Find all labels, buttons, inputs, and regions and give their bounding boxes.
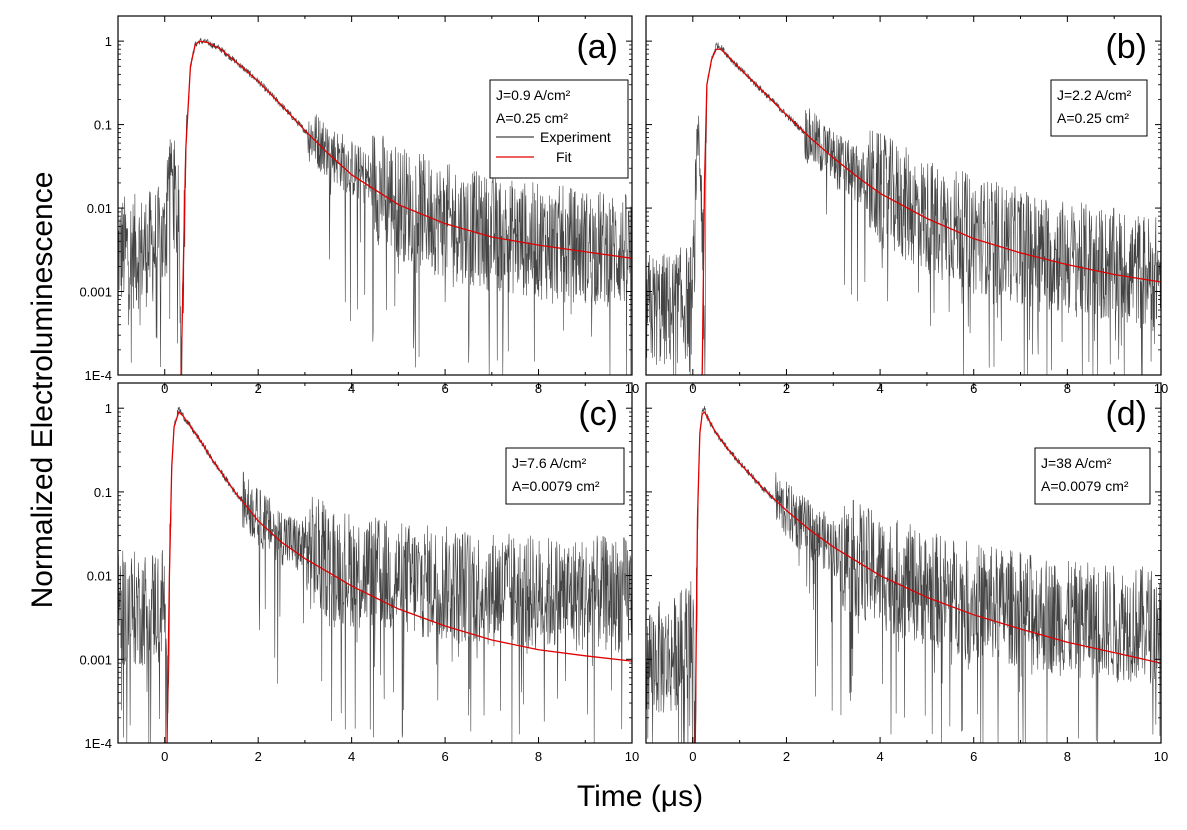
plot-frame — [645, 382, 1162, 744]
annotation-text: A=0.25 cm² — [496, 110, 568, 126]
y-tick-label: 1E-4 — [85, 736, 112, 751]
y-tick-label: 0.1 — [94, 118, 112, 133]
plot-area — [646, 406, 1161, 743]
x-tick-label: 0 — [689, 749, 696, 764]
experiment-series-line — [646, 406, 1161, 743]
y-tick-label: 0.01 — [87, 201, 112, 216]
chart-panel: 0 2 4 6 8 10 (d) J=38 A/cm² A=0.0079 cm² — [645, 382, 1168, 764]
fit-series-line — [166, 411, 632, 743]
plot-area — [646, 42, 1161, 375]
y-tick-label: 1 — [105, 401, 112, 416]
annotation-text: J=2.2 A/cm² — [1057, 87, 1132, 103]
x-tick-label: 4 — [876, 749, 883, 764]
annotation-text: J=7.6 A/cm² — [512, 455, 587, 471]
fit-series-line — [180, 40, 632, 375]
y-axis-title: Normalized Electroluminescence — [26, 172, 59, 609]
y-tick-label: 1E-4 — [85, 368, 112, 383]
annotation-text: A=0.25 cm² — [1057, 110, 1129, 126]
panel-label: (a) — [576, 28, 618, 66]
plot-frame — [117, 382, 633, 744]
panel-label: (c) — [578, 395, 618, 433]
y-tick-label: 1 — [105, 34, 112, 49]
legend-box — [489, 79, 629, 179]
x-tick-label: 0 — [161, 749, 168, 764]
plot-area — [118, 406, 632, 743]
x-axis-title: Time (μs) — [577, 780, 703, 813]
panel-label: (d) — [1105, 395, 1147, 433]
experiment-series-line — [118, 37, 632, 375]
fit-series-line — [701, 48, 1161, 375]
x-tick-label: 4 — [348, 749, 355, 764]
fit-series-line — [694, 411, 1161, 743]
x-tick-label: 6 — [970, 749, 977, 764]
y-tick-label: 0.1 — [94, 485, 112, 500]
plot-area — [118, 37, 632, 375]
legend-box — [1034, 447, 1151, 505]
panel-label: (b) — [1105, 28, 1147, 66]
annotation-text: A=0.0079 cm² — [1041, 478, 1129, 494]
x-tick-label: 2 — [783, 749, 790, 764]
y-tick-label: 0.001 — [79, 285, 112, 300]
y-tick-label: 0.01 — [87, 569, 112, 584]
legend-box — [505, 447, 625, 505]
x-tick-label: 6 — [441, 749, 448, 764]
annotation-text: J=38 A/cm² — [1041, 455, 1112, 471]
y-tick-label: 0.001 — [79, 652, 112, 667]
x-tick-label: 10 — [625, 749, 639, 764]
experiment-series-line — [118, 406, 632, 743]
legend-entry: Experiment — [540, 129, 611, 145]
legend-box — [1050, 79, 1148, 137]
x-tick-label: 2 — [255, 749, 262, 764]
annotation-text: J=0.9 A/cm² — [496, 87, 571, 103]
chart-panel: 0 2 4 6 8 10 1 0.1 0.01 0.001 1E-4 (c) J=7.6 A/cm² A=… — [79, 382, 639, 764]
plot-frame — [117, 15, 633, 376]
x-tick-label: 8 — [535, 749, 542, 764]
legend-entry: Fit — [556, 149, 572, 165]
x-tick-label: 8 — [1064, 749, 1071, 764]
annotation-text: A=0.0079 cm² — [512, 478, 600, 494]
plot-frame — [645, 15, 1162, 376]
x-tick-label: 10 — [1154, 749, 1168, 764]
